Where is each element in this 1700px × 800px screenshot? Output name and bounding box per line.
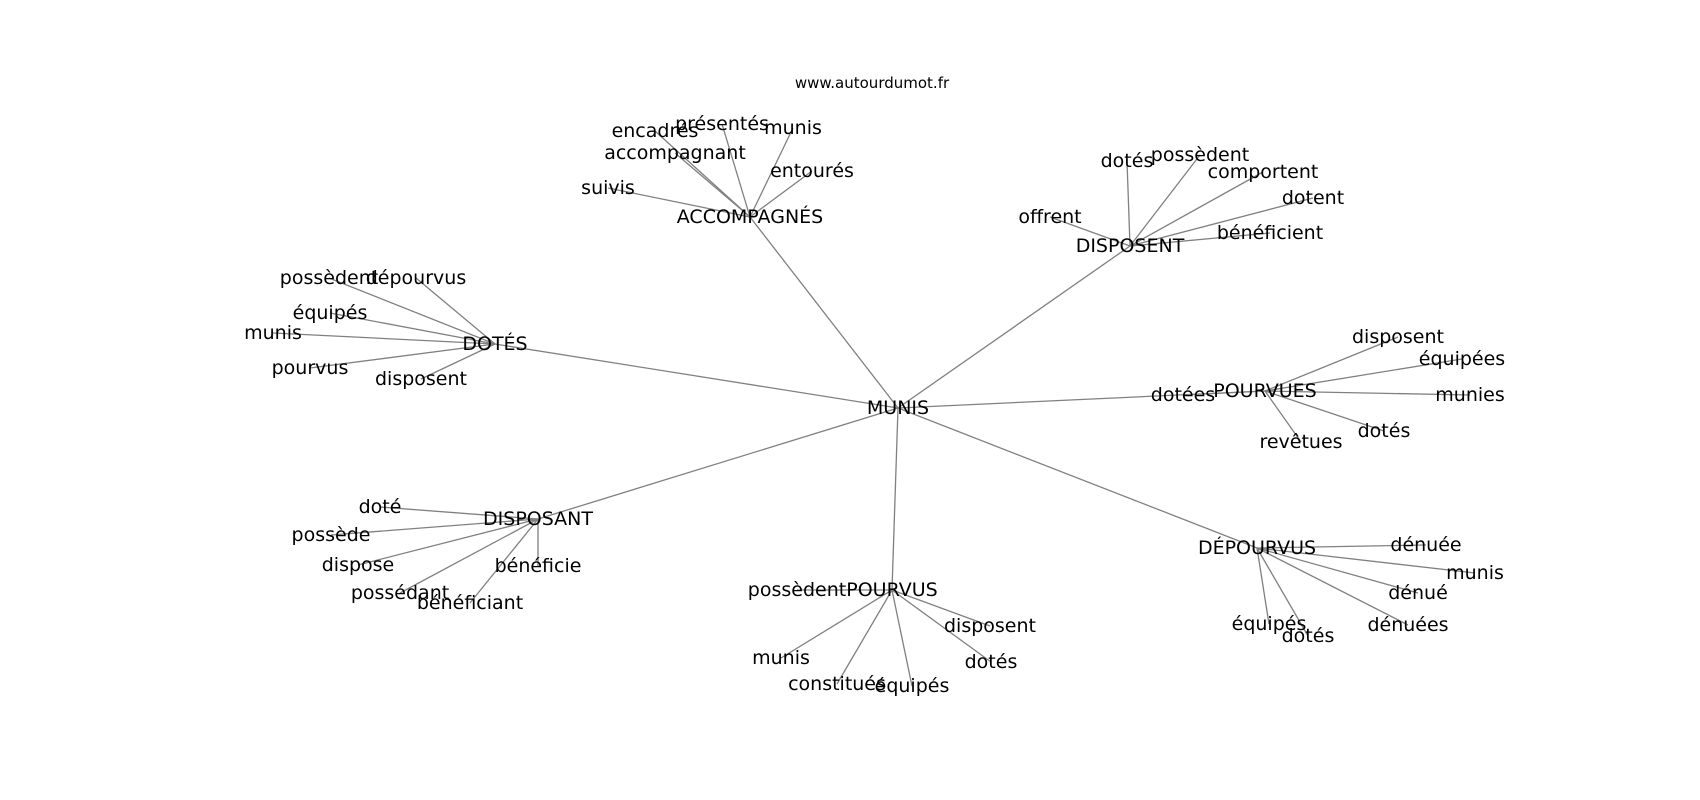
word-node: pourvus <box>272 357 349 379</box>
word-node: équipés <box>875 675 950 697</box>
site-label: www.autourdumot.fr <box>795 74 950 92</box>
edge-center-hub <box>897 245 1131 409</box>
word-node: dotés <box>1101 150 1154 172</box>
edge-hub-word <box>330 518 539 536</box>
word-node: dotés <box>1358 420 1411 442</box>
word-node: doté <box>359 496 402 518</box>
edge-hub-word <box>328 277 496 345</box>
edge-hub-word <box>891 589 991 627</box>
word-node: possèdent <box>280 267 378 289</box>
edge-hub-word <box>1264 390 1385 432</box>
word-node: dénué <box>1388 582 1448 604</box>
word-node: suivis <box>581 177 635 199</box>
word-node: disposent <box>1352 326 1444 348</box>
hub-node: DISPOSANT <box>483 508 593 530</box>
edge-hub-word <box>1264 390 1302 443</box>
edge-center-hub <box>897 407 1258 549</box>
word-node: accompagnant <box>604 142 746 164</box>
edge-hub-word <box>1182 390 1266 396</box>
edge-hub-word <box>721 123 751 218</box>
edge-hub-word <box>1256 547 1419 594</box>
edge-hub-word <box>1264 390 1471 396</box>
word-node: équipés <box>293 302 368 324</box>
word-node: entourés <box>770 160 854 182</box>
hub-node: DÉPOURVUS <box>1198 536 1316 559</box>
word-node: dotés <box>1282 625 1335 647</box>
edge-hub-word <box>469 518 539 604</box>
word-node: dispose <box>322 554 395 576</box>
word-node: disposent <box>944 615 1036 637</box>
word-node: bénéficient <box>1217 222 1323 244</box>
word-node: équipés <box>1232 613 1307 635</box>
edge-hub-word <box>891 589 992 663</box>
word-node: possède <box>292 524 371 546</box>
word-node: possèdent <box>1151 144 1249 166</box>
word-node: encadrés <box>612 120 699 142</box>
edge-hub-word <box>780 589 893 659</box>
edge-hub-word <box>1256 547 1476 574</box>
edge-hub-word <box>1256 547 1270 625</box>
word-node: munies <box>1435 384 1504 406</box>
edge-hub-word <box>1129 171 1264 247</box>
edge-hub-word <box>1049 216 1131 247</box>
edge-hub-word <box>1264 336 1399 392</box>
edge-center-hub <box>891 407 899 591</box>
hub-node: ACCOMPAGNÉS <box>677 205 823 228</box>
word-node: munis <box>764 117 822 139</box>
edge-hub-word <box>1126 160 1131 247</box>
nodes-layer: MUNIS ACCOMPAGNÉS suivis accompagnantencad… <box>244 113 1505 697</box>
word-node: bénéficiant <box>417 592 523 614</box>
edge-hub-word <box>1256 547 1309 637</box>
word-node: équipées <box>1419 348 1505 370</box>
word-node: munis <box>244 322 302 344</box>
edge-hub-word <box>607 187 751 218</box>
word-node: dotées <box>1151 384 1215 406</box>
word-node: dotés <box>965 651 1018 673</box>
hub-node: POURVUES <box>1213 380 1316 402</box>
edge-hub-word <box>415 277 496 345</box>
edge-center-hub <box>494 343 899 409</box>
edge-hub-word <box>329 312 496 345</box>
word-node: constitués <box>788 673 886 695</box>
edge-center-hub <box>749 216 899 409</box>
word-node: dotent <box>1282 187 1344 209</box>
center-node: MUNIS <box>867 397 929 419</box>
edge-hub-word <box>654 130 751 218</box>
word-node: dépourvus <box>366 267 466 289</box>
edge-hub-word <box>357 518 539 566</box>
word-node: dénuée <box>1390 534 1461 556</box>
word-node: comportent <box>1208 161 1319 183</box>
edge-hub-word <box>1256 544 1427 549</box>
edge-hub-word <box>1256 547 1409 626</box>
edge-hub-word <box>1129 154 1201 247</box>
edge-hub-word <box>272 332 496 345</box>
word-node: munis <box>1446 562 1504 584</box>
word-node: possédant <box>351 582 449 604</box>
word-node: bénéficie <box>495 555 582 577</box>
edge-hub-word <box>309 343 496 369</box>
hub-node: DOTÉS <box>462 332 527 355</box>
edge-hub-word <box>1129 197 1314 247</box>
edge-hub-word <box>399 518 539 594</box>
word-node: possèdent <box>748 579 846 601</box>
edge-hub-word <box>836 589 893 685</box>
word-node: munis <box>752 647 810 669</box>
edge-hub-word <box>379 506 539 520</box>
word-node: offrent <box>1018 206 1081 228</box>
edge-hub-word <box>1264 358 1463 392</box>
edge-hub-word <box>749 170 813 218</box>
edges-layer <box>272 123 1476 687</box>
word-node: disposent <box>375 368 467 390</box>
edge-hub-word <box>420 343 496 380</box>
hub-node: POURVUS <box>846 579 937 601</box>
word-node: dénuées <box>1367 614 1448 636</box>
edge-hub-word <box>749 127 794 218</box>
word-node: présentés <box>675 113 769 135</box>
word-node: revêtues <box>1259 431 1342 453</box>
edge-hub-word <box>891 589 913 687</box>
hub-node: DISPOSENT <box>1076 235 1185 257</box>
edge-center-hub <box>537 407 899 520</box>
edge-hub-word <box>1129 232 1271 247</box>
